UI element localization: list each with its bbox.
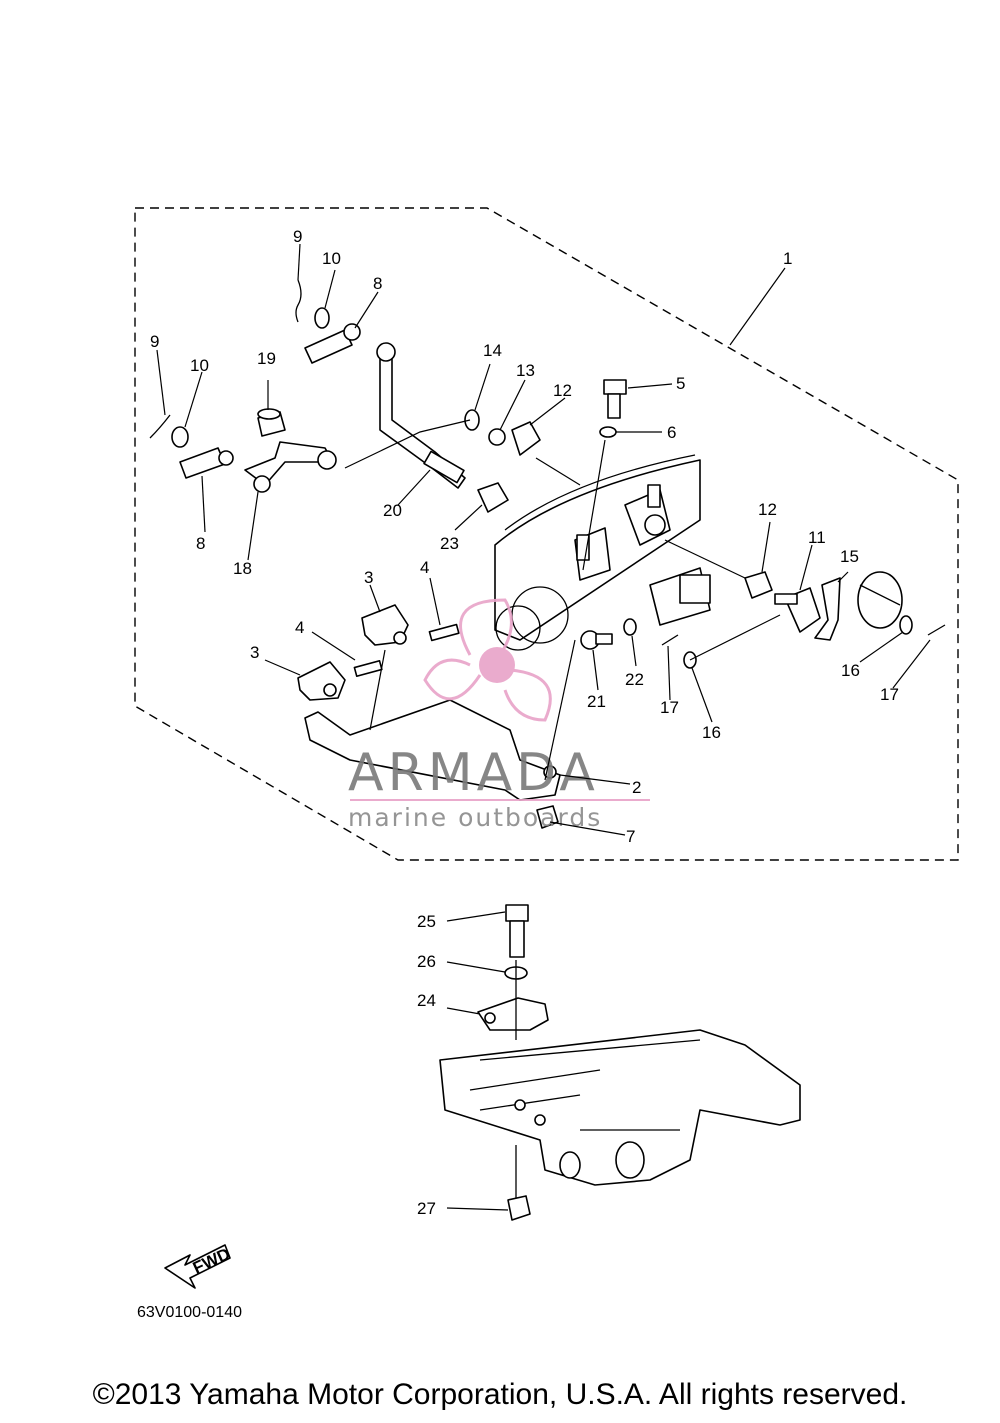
callout-23: 23 [440,534,459,553]
cotter-pins-9 [149,279,302,439]
bolt-5 [603,379,627,419]
clip-3-lower [297,661,346,701]
callout-labels: 1 2 3 3 4 4 5 6 7 8 8 9 9 10 10 11 12 12… [150,227,899,1218]
callout-21: 21 [587,692,606,711]
link-arm-18 [244,441,337,493]
callout-17-right: 17 [880,685,899,704]
link-rod-15 [814,577,841,641]
callout-16-left: 16 [702,723,721,742]
callout-20: 20 [383,501,402,520]
callout-6: 6 [667,423,676,442]
callout-19: 19 [257,349,276,368]
callout-7: 7 [626,827,635,846]
callout-18: 18 [233,559,252,578]
rod-end-8-left [179,447,234,479]
callout-3-lower: 3 [250,643,259,662]
callout-17-left: 17 [660,698,679,717]
rod-end-8-upper [304,323,361,364]
bushings-12-13-14-23 [464,409,773,599]
callout-27: 27 [417,1199,436,1218]
callout-9-upper: 9 [293,227,302,246]
callout-25: 25 [417,912,436,931]
shift-link-20 [376,342,466,489]
callout-11: 11 [808,528,826,547]
bolt-25 [505,904,529,958]
callout-12-upper: 12 [553,381,572,400]
clip-3-upper [361,604,409,646]
callout-9-left: 9 [150,332,159,351]
watermark-tagline: marine outboards [348,803,602,832]
propeller-logo-icon [423,598,552,722]
bracket-24 [477,997,549,1031]
callout-8-upper: 8 [373,274,382,293]
washers-10 [171,307,330,448]
callout-16-right: 16 [841,661,860,680]
callout-8-left: 8 [196,534,205,553]
washer-22 [623,618,637,636]
callout-2: 2 [632,778,641,797]
fwd-arrow-icon: FWD [164,1244,233,1289]
callout-1: 1 [783,249,792,268]
washer-6 [599,426,617,438]
collar-19 [257,408,286,437]
callout-4-lower: 4 [295,618,304,637]
diagram-code: 63V0100-0140 [137,1304,242,1321]
cotter-17-right [927,624,946,636]
callout-24: 24 [417,991,436,1010]
assembly-boundary [134,207,959,861]
callout-10-left: 10 [190,356,209,375]
cam-assembly-right [857,571,903,629]
copyright-notice: ©2013 Yamaha Motor Corporation, U.S.A. A… [92,1378,908,1411]
lever-11 [774,587,821,633]
armada-watermark: ARMADA marine outboards [348,598,650,832]
callout-12-right: 12 [758,500,777,519]
callout-4-upper: 4 [420,558,429,577]
callout-3-upper: 3 [364,568,373,587]
fwd-label: FWD [190,1244,233,1278]
pin-4-lower [353,659,383,677]
callout-14: 14 [483,341,502,360]
callout-10-upper: 10 [322,249,341,268]
pin-4-upper [428,623,460,642]
washer-16-right [899,615,913,635]
watermark-brand: ARMADA [348,743,599,803]
callout-26: 26 [417,952,436,971]
cotter-17-left [661,634,679,646]
callout-5: 5 [676,374,685,393]
screw-21 [580,630,613,650]
leader-lines [156,243,931,1211]
bracket-housing [494,454,711,651]
callout-22: 22 [625,670,644,689]
steering-bracket [439,1029,801,1186]
callout-15: 15 [840,547,859,566]
callout-13: 13 [516,361,535,380]
nut-27 [507,1195,531,1221]
